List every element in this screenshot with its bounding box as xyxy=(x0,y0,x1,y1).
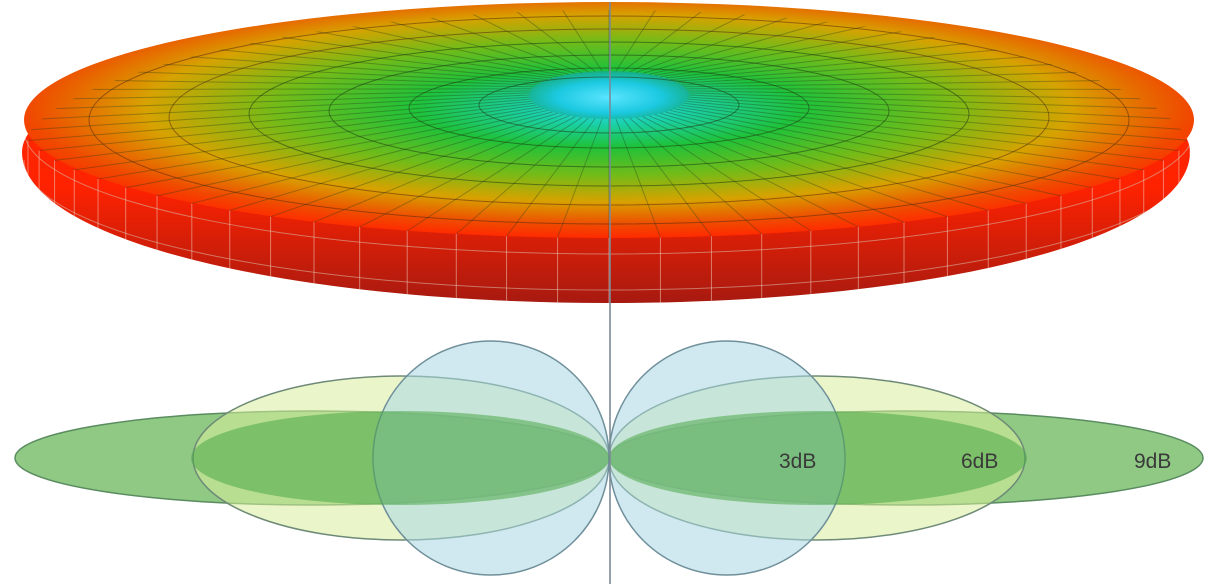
torus-mesh-meridian xyxy=(684,79,1164,88)
gain-label-9db: 9dB xyxy=(1134,450,1171,473)
torus-mesh-meridian xyxy=(665,36,1027,79)
torus-mesh-meridian xyxy=(557,10,603,72)
gain-label-3db: 3dB xyxy=(779,450,816,473)
lobe-core-right xyxy=(609,411,1027,505)
torus-mesh-ring xyxy=(478,76,740,134)
torus-mesh-meridian xyxy=(636,10,811,73)
torus-mesh-meridian xyxy=(359,12,576,74)
torus-mesh-meridian xyxy=(642,12,859,74)
torus-mesh-meridian xyxy=(191,111,553,204)
torus-mesh-meridian xyxy=(229,112,558,211)
torus-mesh-meridian xyxy=(622,10,712,72)
torus-mesh-meridian xyxy=(654,22,948,76)
torus-top-surface xyxy=(24,2,1194,238)
torus-center-hole xyxy=(529,71,689,119)
torus-mesh-meridian xyxy=(191,36,553,79)
torus-mesh-meridian xyxy=(684,102,1164,161)
torus-mesh-meridian xyxy=(270,22,564,76)
torus-mesh-meridian xyxy=(39,100,532,152)
torus-mesh-meridian xyxy=(636,117,812,232)
torus-mesh-meridian xyxy=(74,104,537,171)
torus-mesh-meridian xyxy=(688,92,1190,111)
torus-mesh-meridian xyxy=(27,90,531,101)
torus-mesh-meridian xyxy=(687,98,1190,141)
torus-mesh-meridian xyxy=(22,96,530,131)
torus-mesh-ring xyxy=(328,54,890,168)
torus-mesh-meridian xyxy=(670,109,1062,197)
torus-mesh-meridian xyxy=(74,69,537,86)
torus-mesh-meridian xyxy=(54,102,534,161)
torus-mesh-meridian xyxy=(156,109,548,197)
torus-mesh-meridian xyxy=(686,100,1179,152)
torus-mesh-meridian xyxy=(506,10,596,72)
torus-mesh-meridian xyxy=(674,51,1093,82)
torus-mesh-meridian xyxy=(406,117,582,232)
torus-mesh-meridian xyxy=(642,116,859,228)
torus-mesh-meridian xyxy=(648,17,905,75)
torus-mesh-meridian xyxy=(359,116,576,228)
torus-radiation-pattern xyxy=(22,2,1194,303)
torus-mesh-meridian xyxy=(665,111,1027,204)
gain-label-6db: 6dB xyxy=(961,450,998,473)
torus-mesh-meridian xyxy=(678,106,1121,180)
torus-mesh-meridian xyxy=(98,60,540,84)
torus-mesh-meridian xyxy=(39,88,532,90)
torus-mesh-meridian xyxy=(125,51,544,82)
torus-mesh-meridian xyxy=(22,92,530,111)
torus-mesh-meridian xyxy=(22,94,530,121)
torus-mesh-ring xyxy=(408,67,810,149)
torus-mesh-meridian xyxy=(674,108,1093,189)
torus-mesh-meridian xyxy=(615,118,661,238)
torus-mesh-meridian xyxy=(97,106,540,180)
torus-mesh-meridian xyxy=(27,98,531,141)
torus-mesh-ring xyxy=(168,28,1050,206)
torus-mesh-ring xyxy=(88,15,1130,225)
torus-mesh-meridian xyxy=(125,108,544,189)
torus-mesh-meridian xyxy=(688,94,1190,121)
torus-mesh-meridian xyxy=(455,117,589,235)
lobe-core-left xyxy=(191,411,609,505)
torus-mesh-meridian xyxy=(629,117,763,235)
torus-mesh-meridian xyxy=(622,118,712,237)
torus-mesh-meridian xyxy=(654,114,948,218)
torus-mesh-meridian xyxy=(686,88,1179,90)
torus-mesh-meridian xyxy=(629,10,762,73)
torus-mesh-meridian xyxy=(688,96,1190,131)
torus-mesh-meridian xyxy=(456,10,589,73)
torus-mesh-meridian xyxy=(156,43,548,81)
torus-mesh-meridian xyxy=(557,118,603,238)
torus-mesh-meridian xyxy=(687,90,1190,101)
torus-mesh-meridian xyxy=(407,10,582,73)
torus-mesh-meridian xyxy=(681,104,1144,171)
torus-mesh-meridian xyxy=(615,10,661,72)
torus-mesh-meridian xyxy=(670,43,1062,81)
torus-mesh-meridian xyxy=(681,69,1144,86)
torus-mesh-meridian xyxy=(660,112,989,211)
torus-mesh-ring xyxy=(248,41,970,187)
torus-mesh-meridian xyxy=(313,115,570,223)
torus-mesh-meridian xyxy=(54,79,534,88)
gain-lobes xyxy=(14,340,1204,576)
torus-mesh-meridian xyxy=(660,29,989,78)
torus-mesh-meridian xyxy=(648,115,905,223)
torus-mesh-meridian xyxy=(506,118,596,237)
torus-mesh-meridian xyxy=(678,60,1120,84)
torus-mesh-meridian xyxy=(270,114,564,218)
torus-mesh-meridian xyxy=(229,29,558,78)
torus-mesh-meridian xyxy=(313,17,570,75)
